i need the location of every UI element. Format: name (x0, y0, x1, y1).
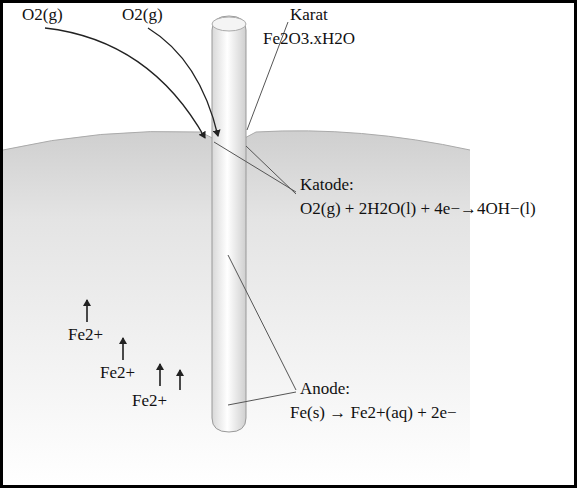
ion-label: Fe2+ (68, 326, 103, 345)
ion-arrow (86, 300, 88, 322)
ion-label: Fe2+ (100, 364, 135, 383)
reaction-equation: Fe(s) → Fe2+(aq) + 2e− (290, 404, 457, 423)
oxygen-arrow (148, 28, 218, 136)
electrode-name: Anode: (300, 380, 350, 399)
rod-top (212, 17, 246, 31)
reaction-equation: O2(g) + 2H2O(l) + 4e−→4OH−(l) (300, 200, 536, 219)
leader-line (246, 146, 296, 194)
leader-line (214, 142, 296, 192)
ion-label: Fe2+ (132, 392, 167, 411)
formula-label: Fe2O3.xH2O (263, 30, 355, 49)
ion-arrow (122, 338, 124, 360)
leader-line (228, 255, 296, 390)
iron-rod (212, 16, 246, 432)
oxygen-arrow (45, 28, 205, 138)
gas-label: O2(g) (122, 6, 163, 25)
ion-arrow (179, 370, 181, 390)
part-name: Karat (290, 6, 328, 25)
electrode-name: Katode: (300, 176, 354, 195)
gas-label: O2(g) (22, 6, 63, 25)
ion-arrow (159, 364, 161, 386)
leader-line (228, 392, 296, 405)
